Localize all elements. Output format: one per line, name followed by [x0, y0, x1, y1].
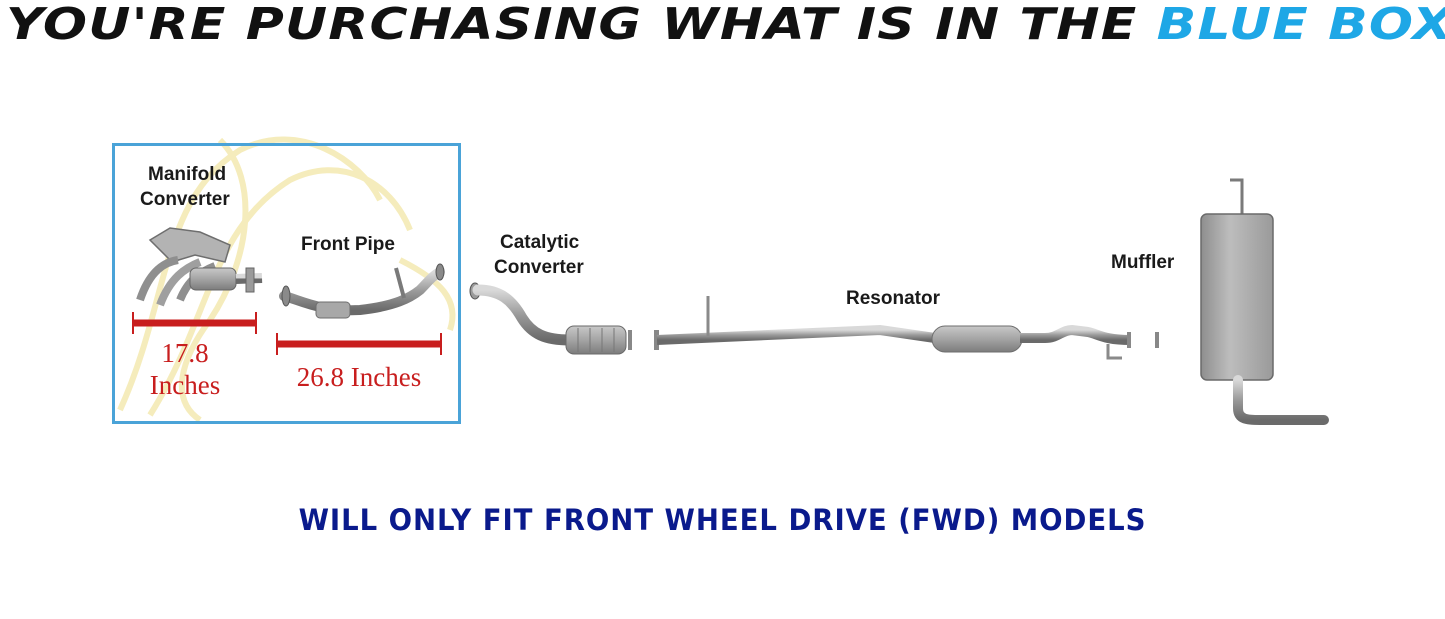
catalytic-label-line1: Catalytic: [500, 232, 580, 253]
catalytic-converter-part: [469, 282, 632, 355]
catalytic-label-line2: Converter: [494, 257, 584, 278]
manifold-length-value: 17.8: [161, 338, 209, 368]
manifold-measure-line: [132, 312, 257, 334]
blue-box-highlight: [112, 143, 461, 424]
manifold-length-unit: Inches: [149, 370, 221, 400]
muffler-label: Muffler: [1111, 252, 1175, 273]
headline-text: YOU'RE PURCHASING WHAT IS IN THE: [6, 0, 1138, 50]
manifold-converter-part: [136, 227, 263, 307]
front-pipe-measure-line: [276, 333, 442, 355]
front-pipe-label: Front Pipe: [301, 234, 395, 255]
front-pipe-part: [279, 263, 445, 319]
headline-accent-text: BLUE BOX: [1156, 0, 1445, 50]
front-pipe-length: 26.8 Inches: [296, 362, 422, 392]
fitment-notice: WILL ONLY FIT FRONT WHEEL DRIVE (FWD) MO…: [298, 503, 1147, 537]
muffler-part: [1155, 178, 1329, 425]
headline: YOU'RE PURCHASING WHAT IS IN THE BLUE BO…: [6, 0, 1445, 50]
manifold-label-line2: Converter: [140, 189, 230, 210]
resonator-part: [654, 296, 1131, 360]
resonator-label: Resonator: [846, 288, 940, 309]
manifold-label-line1: Manifold: [148, 164, 227, 185]
